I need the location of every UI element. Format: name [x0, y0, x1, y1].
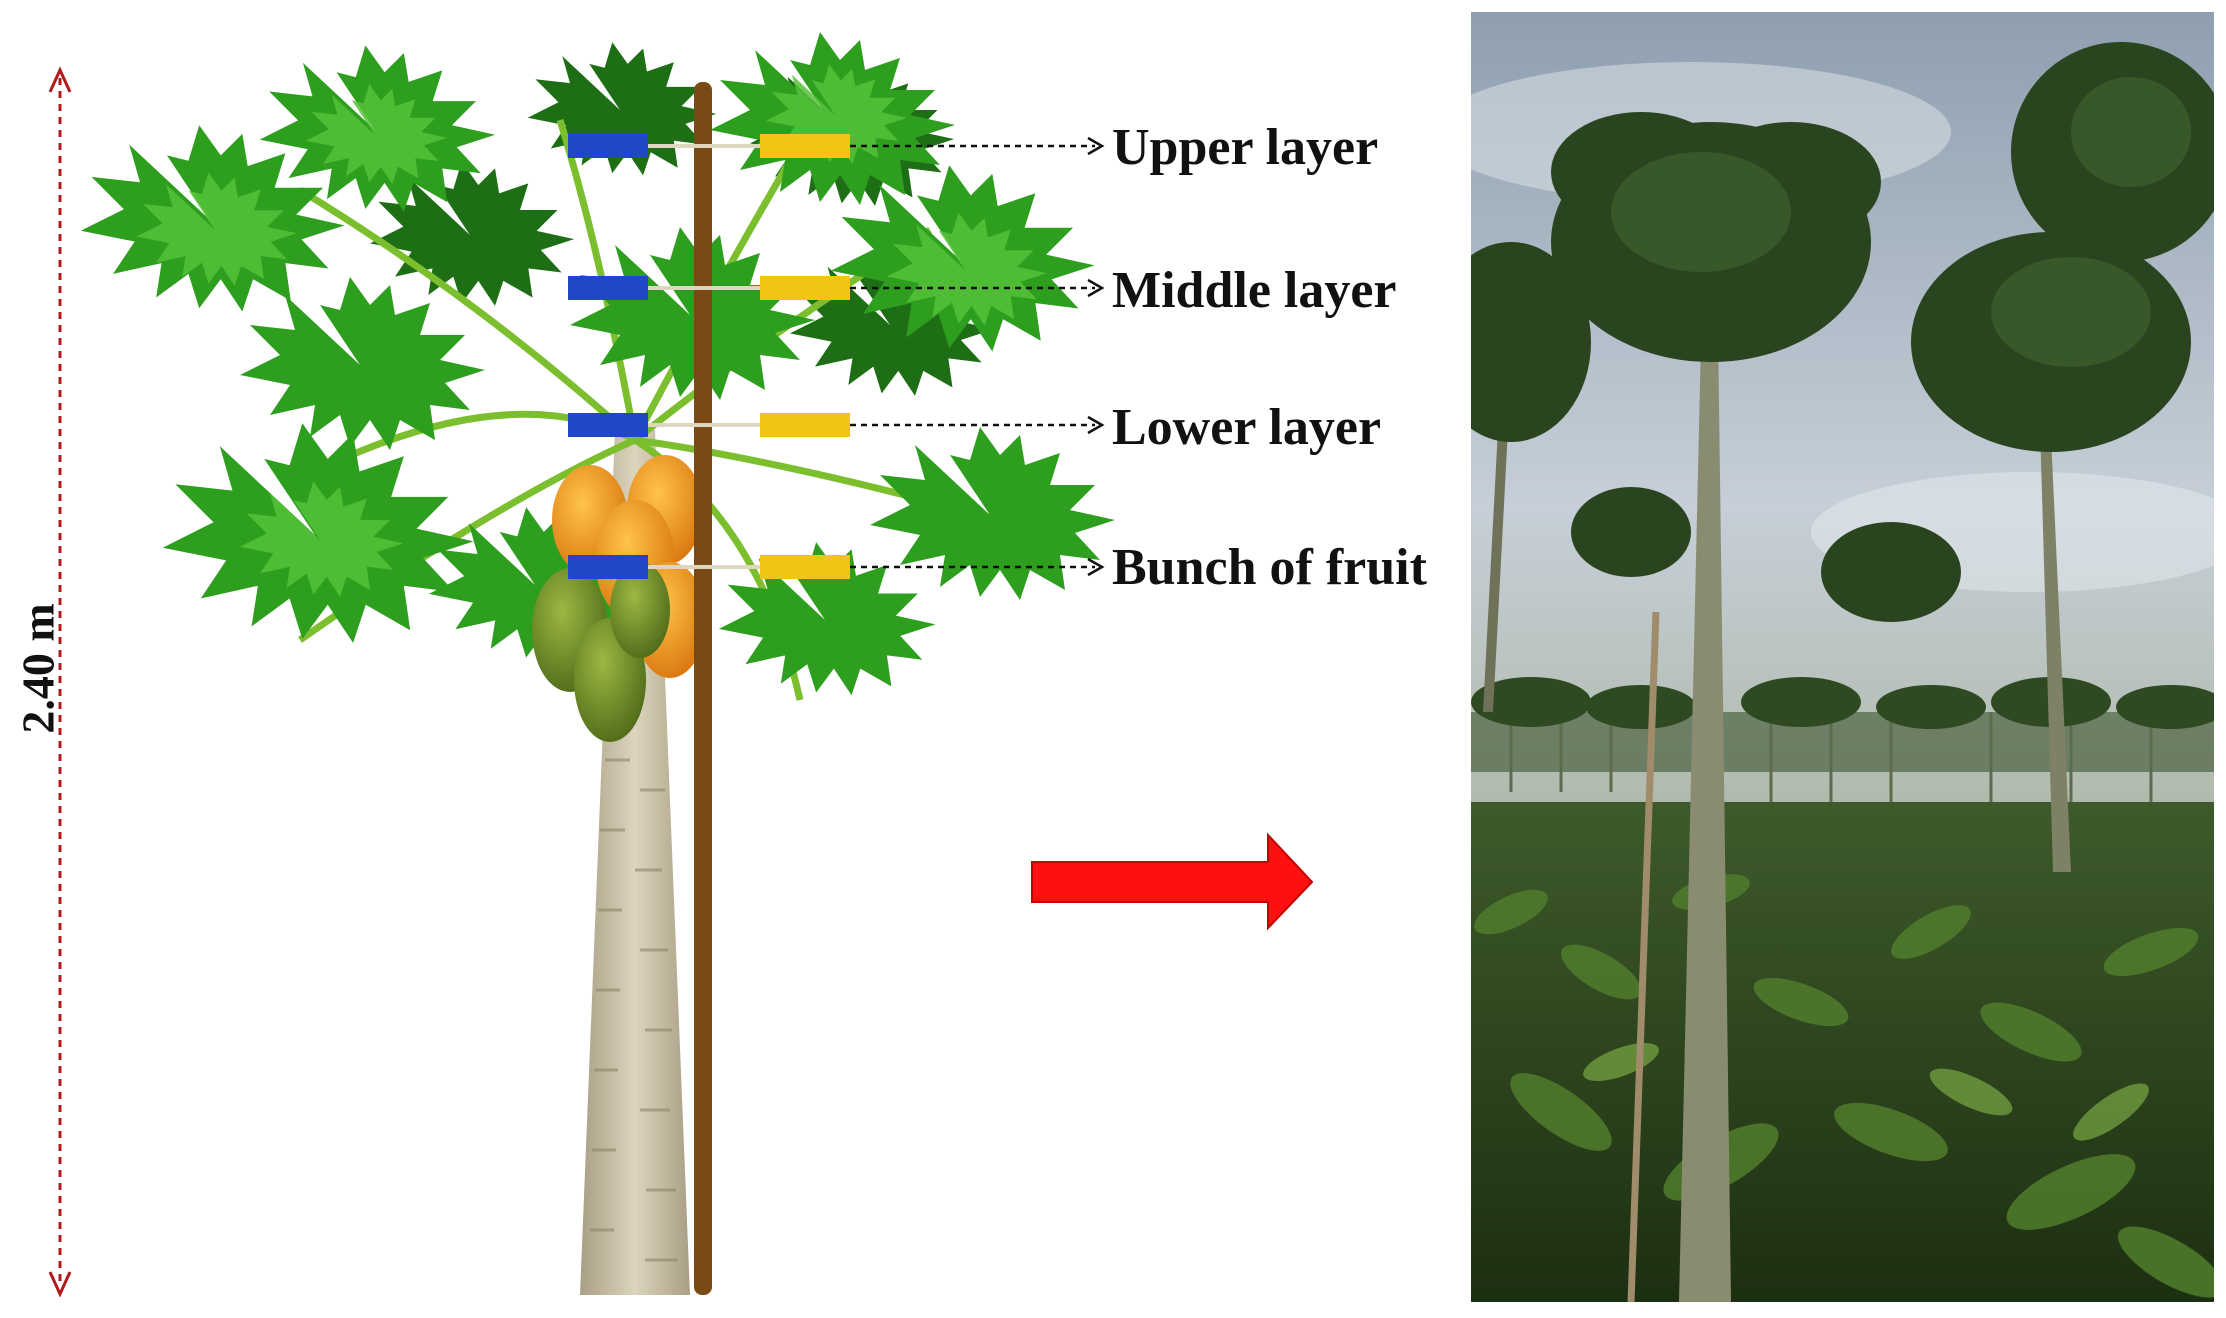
trunk-texture [590, 758, 678, 1262]
sensor-fruit-blue-block [568, 555, 648, 579]
sensor-lower-blue-block [568, 413, 648, 437]
sensor-lower-yellow-block [760, 413, 850, 437]
sensor-middle-yellow-block [760, 276, 850, 300]
leader-arrowhead-lower [1087, 415, 1105, 435]
leader-arrowhead-upper [1087, 136, 1105, 156]
sensor-upper-yellow-block [760, 134, 850, 158]
label-leader-lines [850, 136, 1105, 577]
height-dimension-line [48, 66, 72, 1298]
plantation-photo [1471, 12, 2214, 1302]
sensor-upper-blue-block [568, 134, 648, 158]
sensor-upper [568, 134, 850, 158]
papaya-fruit-bunch [532, 455, 706, 742]
label-middle-layer: Middle layer [1112, 262, 1397, 319]
label-bunch-of-fruit: Bunch of fruit [1112, 539, 1427, 596]
label-upper-layer: Upper layer [1112, 119, 1379, 176]
distant-papaya-rows [1471, 677, 2214, 802]
red-arrow-icon [1031, 832, 1314, 931]
sensor-group [568, 134, 850, 579]
height-label: 2.40 m [12, 603, 64, 734]
sensor-fruit-yellow-block [760, 555, 850, 579]
sensor-middle [568, 276, 850, 300]
leader-arrowhead-middle [1087, 278, 1105, 298]
sensor-fruit [568, 555, 850, 579]
label-lower-layer: Lower layer [1112, 399, 1382, 456]
leader-arrowhead-fruit [1087, 557, 1105, 577]
sensor-middle-blue-block [568, 276, 648, 300]
plantation-photo-graphic [1471, 12, 2214, 1302]
measurement-pole [694, 82, 712, 1295]
papaya-tree-diagram [48, 32, 1314, 1298]
crop-understory [1471, 802, 2214, 1302]
papaya-trunks-photo [1483, 252, 2071, 1302]
sensor-lower [568, 413, 850, 437]
